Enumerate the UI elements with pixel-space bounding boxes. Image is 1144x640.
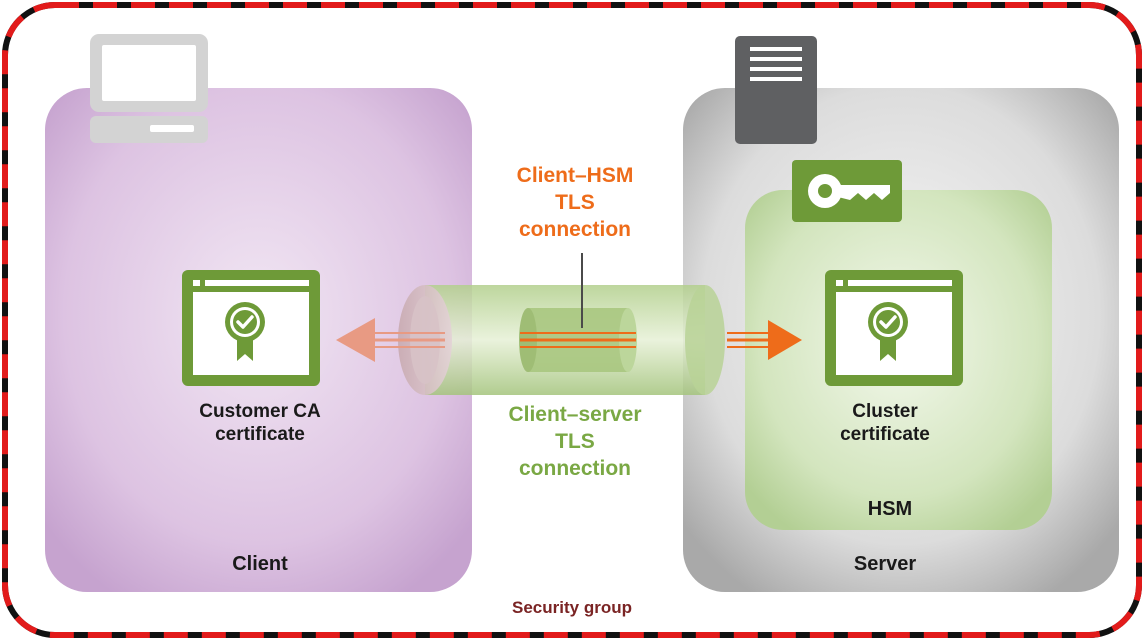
arrow-to-client [336,318,445,362]
customer-ca-certificate-label: Customer CA certificate [199,401,321,445]
cluster-certificate-label: Cluster certificate [840,401,930,445]
hsm-label: HSM [867,498,913,520]
laptop-icon [90,34,208,143]
client-hsm-connection-lines [520,332,636,348]
security-group-label: Security group [512,598,632,617]
server-icon [735,36,817,144]
client-label: Client [232,553,288,575]
certificate-icon-customer-ca [182,270,320,386]
client-server-tls-label: Client–server TLS connection [508,403,642,480]
key-icon [792,160,902,222]
server-label: Server [853,553,917,575]
client-hsm-tls-label: Client–HSM TLS connection [516,164,634,241]
arrow-to-hsm [727,320,802,360]
certificate-icon-cluster [825,270,963,386]
